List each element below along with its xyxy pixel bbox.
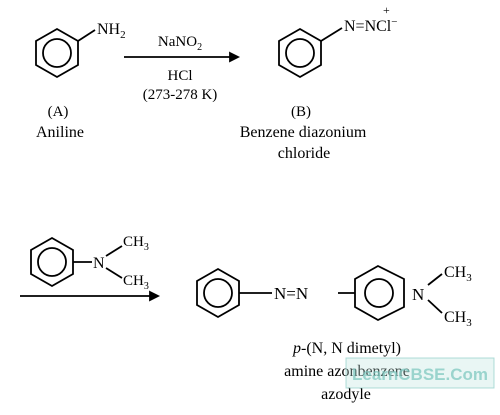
watermark-box (345, 357, 495, 389)
diazonium-group-label: N=NCl− (344, 16, 397, 35)
product-methyl-bottom: CH3 (444, 309, 472, 329)
dimethylaniline-methyl-top: CH3 (123, 234, 149, 253)
product-methyl-bottom-bond (427, 299, 443, 314)
reactant-name: Aniline (36, 124, 84, 141)
diazonium-benzene-ring (278, 27, 322, 79)
aniline-nh2-label: NH2 (97, 21, 126, 41)
dimethylaniline-n-label: N (93, 255, 105, 272)
azo-product-name-line1: p-(N, N dimetyl) (292, 340, 401, 357)
reaction-arrow-1 (124, 51, 241, 63)
reactant-tag-a: (A) (48, 104, 69, 120)
product-tag-b: (B) (291, 104, 311, 120)
product-n-label: N (412, 285, 424, 304)
azo-left-benzene-ring (196, 267, 240, 319)
dimethylaniline-methyl-bottom: CH3 (123, 273, 149, 292)
product-methyl-top: CH3 (444, 264, 472, 284)
diazonium-c-n-bond (320, 27, 343, 42)
product-name-line1: Benzene diazonium (240, 124, 367, 141)
azo-linkage-label: N=N (274, 284, 308, 303)
azo-right-ring (354, 264, 405, 322)
aniline-c-n-bond (77, 29, 96, 42)
product-name-line2: chloride (278, 145, 330, 162)
dimethylaniline-benzene-ring (30, 236, 74, 288)
n-methyl-bottom-bond (105, 267, 123, 279)
watermark-text: LearnCBSE.Com (352, 365, 488, 384)
reagent-nano2: NaNO2 (158, 34, 202, 53)
diazonium-positive-charge: + (383, 3, 390, 17)
product-methyl-top-bond (427, 273, 443, 286)
azo-product-name-line3: azodyle (321, 386, 371, 403)
aniline-benzene-ring (35, 27, 79, 79)
reagent-temperature: (273-278 K) (143, 87, 218, 103)
reaction-arrow-2 (20, 290, 161, 302)
reagent-hcl: HCl (167, 68, 192, 84)
n-methyl-top-bond (105, 245, 123, 257)
azo-product-name-line2: amine azonbenzene (284, 363, 410, 380)
watermark: LearnCBSE.Com (345, 357, 495, 389)
